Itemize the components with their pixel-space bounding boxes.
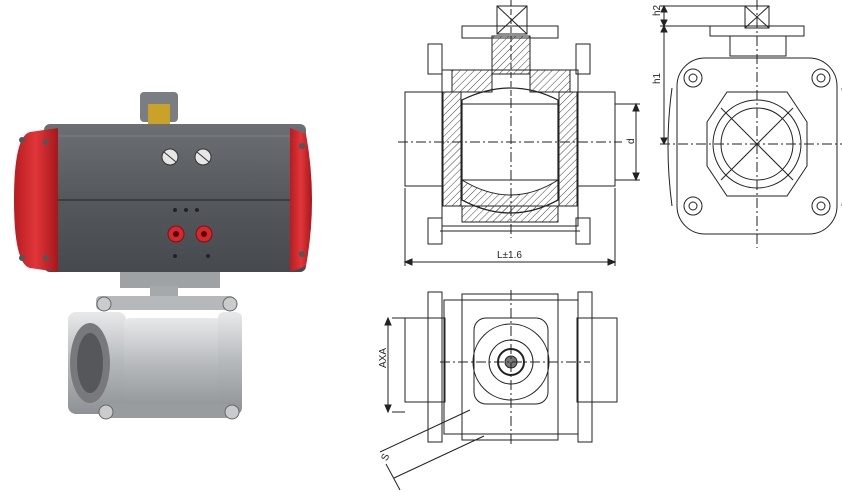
top-view bbox=[379, 290, 618, 491]
valve-body-center bbox=[124, 318, 222, 414]
actuator-right-cap bbox=[290, 128, 312, 272]
mounting-bracket bbox=[120, 272, 220, 288]
dimension-label-square: AXA bbox=[378, 348, 389, 368]
front-section-view bbox=[398, 0, 640, 266]
dimension-label-diameter: d bbox=[626, 138, 637, 144]
dimension-label-h1: h1 bbox=[652, 72, 663, 84]
valve-photo bbox=[14, 92, 312, 420]
valve-body-right-end bbox=[218, 312, 242, 414]
actuator-body bbox=[44, 124, 306, 272]
dimension-label-s: S bbox=[380, 452, 393, 463]
actuator-left-cap bbox=[14, 128, 58, 272]
dimension-label-length: L±1.6 bbox=[497, 250, 522, 261]
dimension-label-h2: h2 bbox=[652, 4, 663, 16]
side-view bbox=[660, 0, 842, 248]
